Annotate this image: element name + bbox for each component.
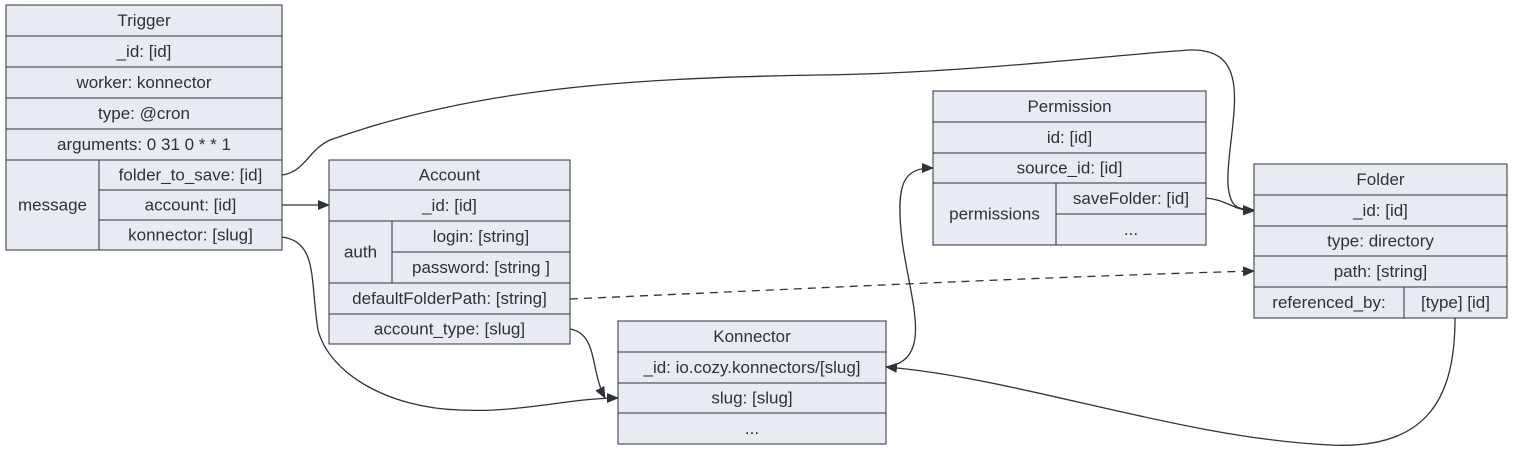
folder-node: Folder _id: [id] type: directory path: [… [1253,163,1508,319]
account-id-field: _id: [id] [421,196,477,215]
permission-permissions-label: permissions [949,205,1040,224]
folder-referenced-by-label: referenced_by: [1272,293,1385,312]
permission-save-folder-field: saveFolder: [id] [1073,189,1189,208]
edge-permission-konnector-bidirectional [874,163,934,374]
konnector-slug-field: slug: [slug] [711,389,792,408]
edge-konnector-slug-to-konnector [281,236,619,412]
konnector-more-field: ... [745,419,759,438]
account-default-folder-path-field: defaultFolderPath: [string] [352,289,547,308]
edge-folder-to-save-to-folder [281,49,1255,215]
permission-more-field: ... [1124,220,1138,239]
account-auth-label: auth [344,243,377,262]
folder-title: Folder [1356,170,1405,189]
trigger-account-field: account: [id] [145,196,237,215]
trigger-id-field: _id: [id] [116,42,172,61]
konnector-id-field: _id: io.cozy.konnectors/[slug] [642,358,860,377]
trigger-konnector-field: konnector: [slug] [128,226,253,245]
edges [281,49,1456,446]
edge-account-type-to-konnector [569,328,606,399]
edge-referenced-by-to-konnector [885,317,1456,446]
folder-id-field: _id: [id] [1352,201,1408,220]
konnector-node: Konnector _id: io.cozy.konnectors/[slug]… [617,320,887,445]
trigger-folder-to-save-field: folder_to_save: [id] [119,166,263,185]
trigger-title: Trigger [117,11,171,30]
trigger-node: Trigger _id: [id] worker: konnector type… [5,4,283,251]
account-type-field: account_type: [slug] [374,320,525,339]
permission-source-id-field: source_id: [id] [1017,159,1123,178]
edge-save-folder-to-folder [1205,197,1255,216]
konnector-title: Konnector [713,327,791,346]
account-title: Account [419,166,481,185]
permission-title: Permission [1027,97,1111,116]
folder-path-field: path: [string] [1334,262,1428,281]
account-login-field: login: [string] [433,227,529,246]
account-node: Account _id: [id] auth login: [string] p… [328,159,571,345]
permission-id-field: id: [id] [1047,128,1092,147]
trigger-type-field: type: @cron [98,104,190,123]
trigger-worker-field: worker: konnector [75,73,211,92]
trigger-message-label: message [18,196,87,215]
permission-node: Permission id: [id] source_id: [id] perm… [932,90,1207,246]
trigger-arguments-field: arguments: 0 31 0 * * 1 [57,135,231,154]
folder-type-field: type: directory [1327,232,1434,251]
folder-referenced-by-value: [type] [id] [1421,293,1490,312]
account-password-field: password: [string ] [412,258,550,277]
